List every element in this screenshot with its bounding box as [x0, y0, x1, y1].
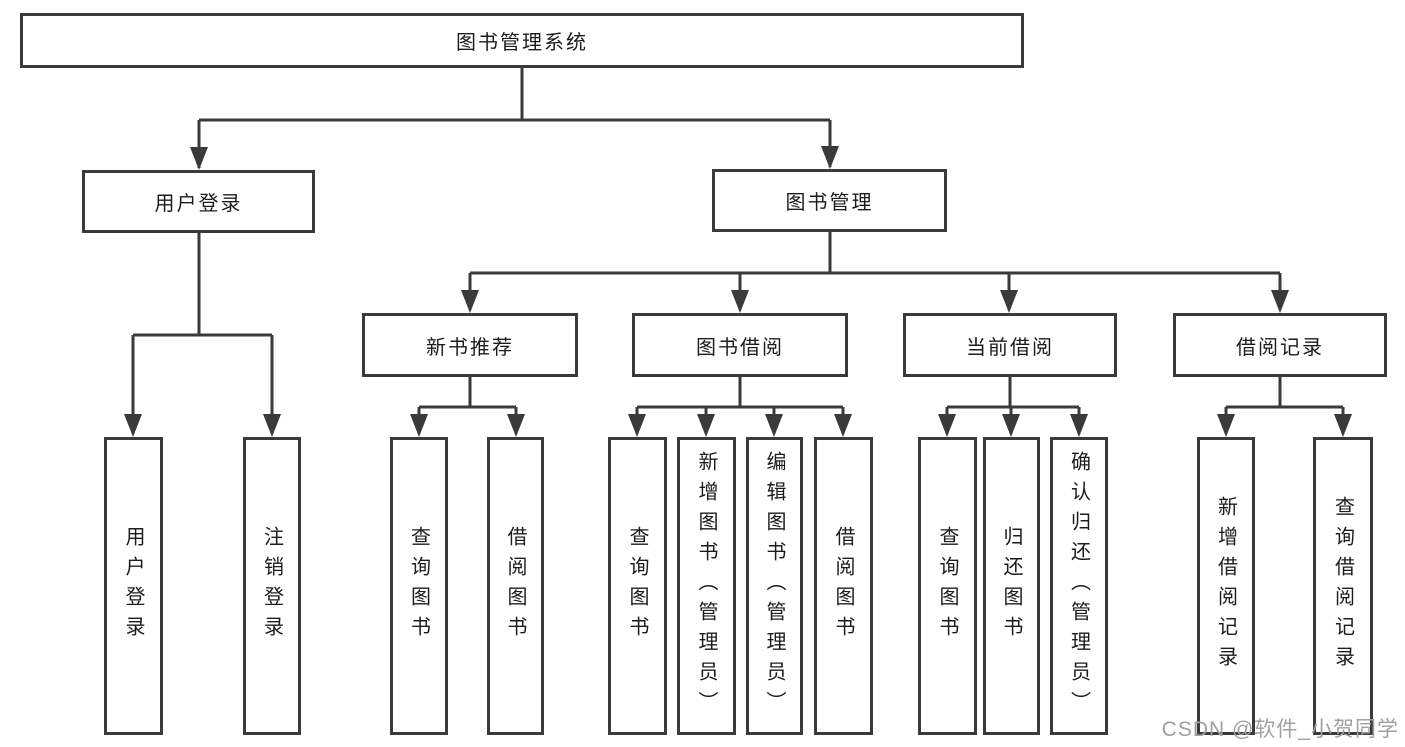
arrowhead: [507, 414, 525, 437]
arrowhead: [410, 414, 428, 437]
leaf-query-books-current: 查询图书: [918, 437, 977, 735]
arrowhead: [697, 414, 715, 437]
arrowhead: [938, 414, 956, 437]
csdn-watermark: CSDN @软件_小贺同学: [1161, 718, 1399, 741]
arrowhead: [834, 414, 852, 437]
node-root-system: 图书管理系统: [20, 13, 1024, 68]
arrowhead: [1000, 290, 1018, 313]
leaf-confirm-return-admin: 确认归还（管理员）: [1050, 437, 1108, 735]
leaf-query-borrow-record: 查询借阅记录: [1313, 437, 1373, 735]
leaf-user-login: 用户登录: [104, 437, 163, 735]
node-user-login: 用户登录: [82, 170, 315, 233]
node-new-book-recommend: 新书推荐: [362, 313, 578, 377]
leaf-query-books-borrow: 查询图书: [608, 437, 667, 735]
node-borrow-records: 借阅记录: [1173, 313, 1387, 377]
node-current-borrow: 当前借阅: [903, 313, 1117, 377]
leaf-borrow-books-recommend: 借阅图书: [487, 437, 544, 735]
arrowhead: [1334, 414, 1352, 437]
arrowhead: [1271, 290, 1289, 313]
arrowhead: [190, 147, 208, 170]
arrowhead: [461, 290, 479, 313]
leaf-query-books-recommend: 查询图书: [390, 437, 448, 735]
leaf-add-book-admin: 新增图书（管理员）: [677, 437, 736, 735]
arrowhead: [263, 414, 281, 437]
arrowhead: [1217, 414, 1235, 437]
node-book-management: 图书管理: [712, 169, 947, 232]
connector-paths: [131, 68, 1345, 434]
arrowhead: [821, 146, 839, 169]
leaf-logout: 注销登录: [243, 437, 301, 735]
leaf-edit-book-admin: 编辑图书（管理员）: [746, 437, 803, 735]
arrowhead: [1002, 414, 1020, 437]
arrowhead: [765, 414, 783, 437]
node-book-borrow: 图书借阅: [632, 313, 848, 377]
arrowhead: [731, 290, 749, 313]
arrowhead: [124, 414, 142, 437]
arrowhead: [1070, 414, 1088, 437]
leaf-borrow-books-borrow: 借阅图书: [814, 437, 873, 735]
leaf-return-book: 归还图书: [983, 437, 1040, 735]
arrowhead: [628, 414, 646, 437]
leaf-add-borrow-record: 新增借阅记录: [1197, 437, 1255, 735]
